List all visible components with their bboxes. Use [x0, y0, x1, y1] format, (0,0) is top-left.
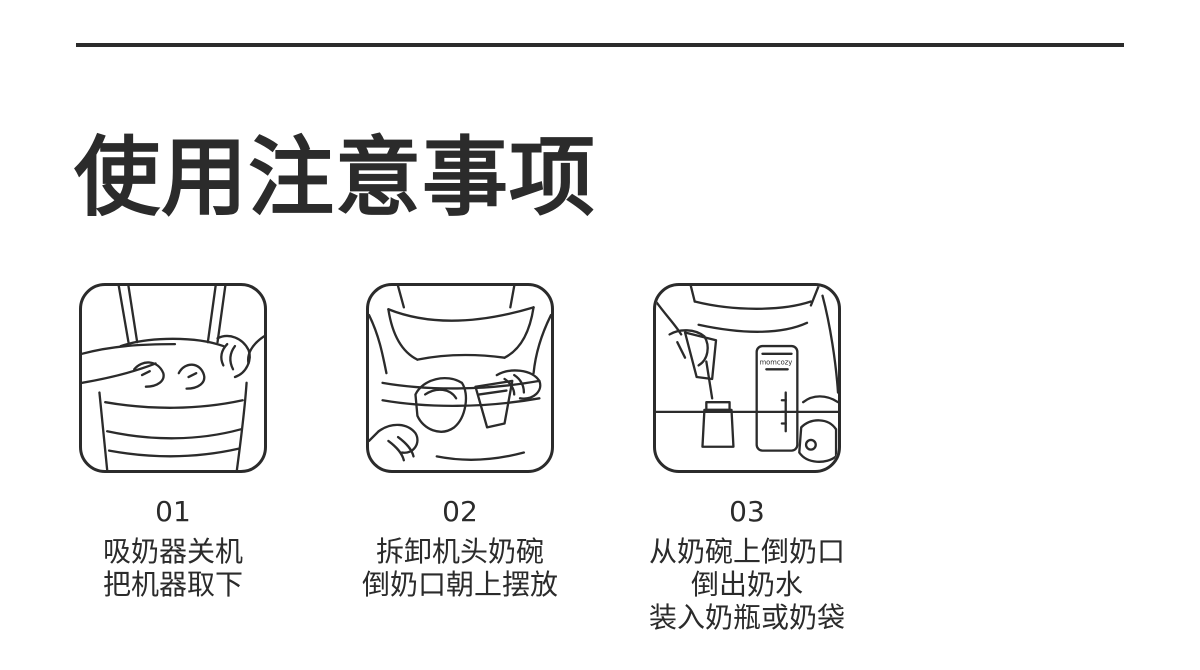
- page-title: 使用注意事项: [74, 128, 596, 228]
- step-instructions: 从奶碗上倒奶口 倒出奶水 装入奶瓶或奶袋: [613, 535, 881, 634]
- step-instruction-line: 从奶碗上倒奶口: [648, 535, 845, 568]
- step-number: 03: [729, 495, 765, 528]
- step-instruction-line: 把机器取下: [102, 568, 243, 601]
- bottle-brand-label: momcozy: [760, 358, 793, 366]
- pour-milk-illustration: momcozy: [656, 286, 838, 463]
- step-instruction-line: 倒出奶水: [690, 568, 803, 601]
- step-illustration-01: [79, 283, 267, 473]
- step-illustration-03: momcozy: [653, 283, 841, 473]
- disassemble-cup-illustration: [369, 286, 551, 462]
- step-instruction-line: 装入奶瓶或奶袋: [648, 601, 845, 634]
- step-number: 02: [442, 495, 478, 528]
- step-instructions: 拆卸机头奶碗 倒奶口朝上摆放: [326, 535, 594, 601]
- remove-pump-illustration: [82, 286, 264, 470]
- step-instruction-line: 拆卸机头奶碗: [375, 535, 544, 568]
- top-divider: [76, 43, 1124, 47]
- step-instruction-line: 吸奶器关机: [102, 535, 243, 568]
- step-instruction-line: 倒奶口朝上摆放: [361, 568, 558, 601]
- step-number: 01: [155, 495, 191, 528]
- step-illustration-02: [366, 283, 554, 473]
- step-instructions: 吸奶器关机 把机器取下: [39, 535, 307, 601]
